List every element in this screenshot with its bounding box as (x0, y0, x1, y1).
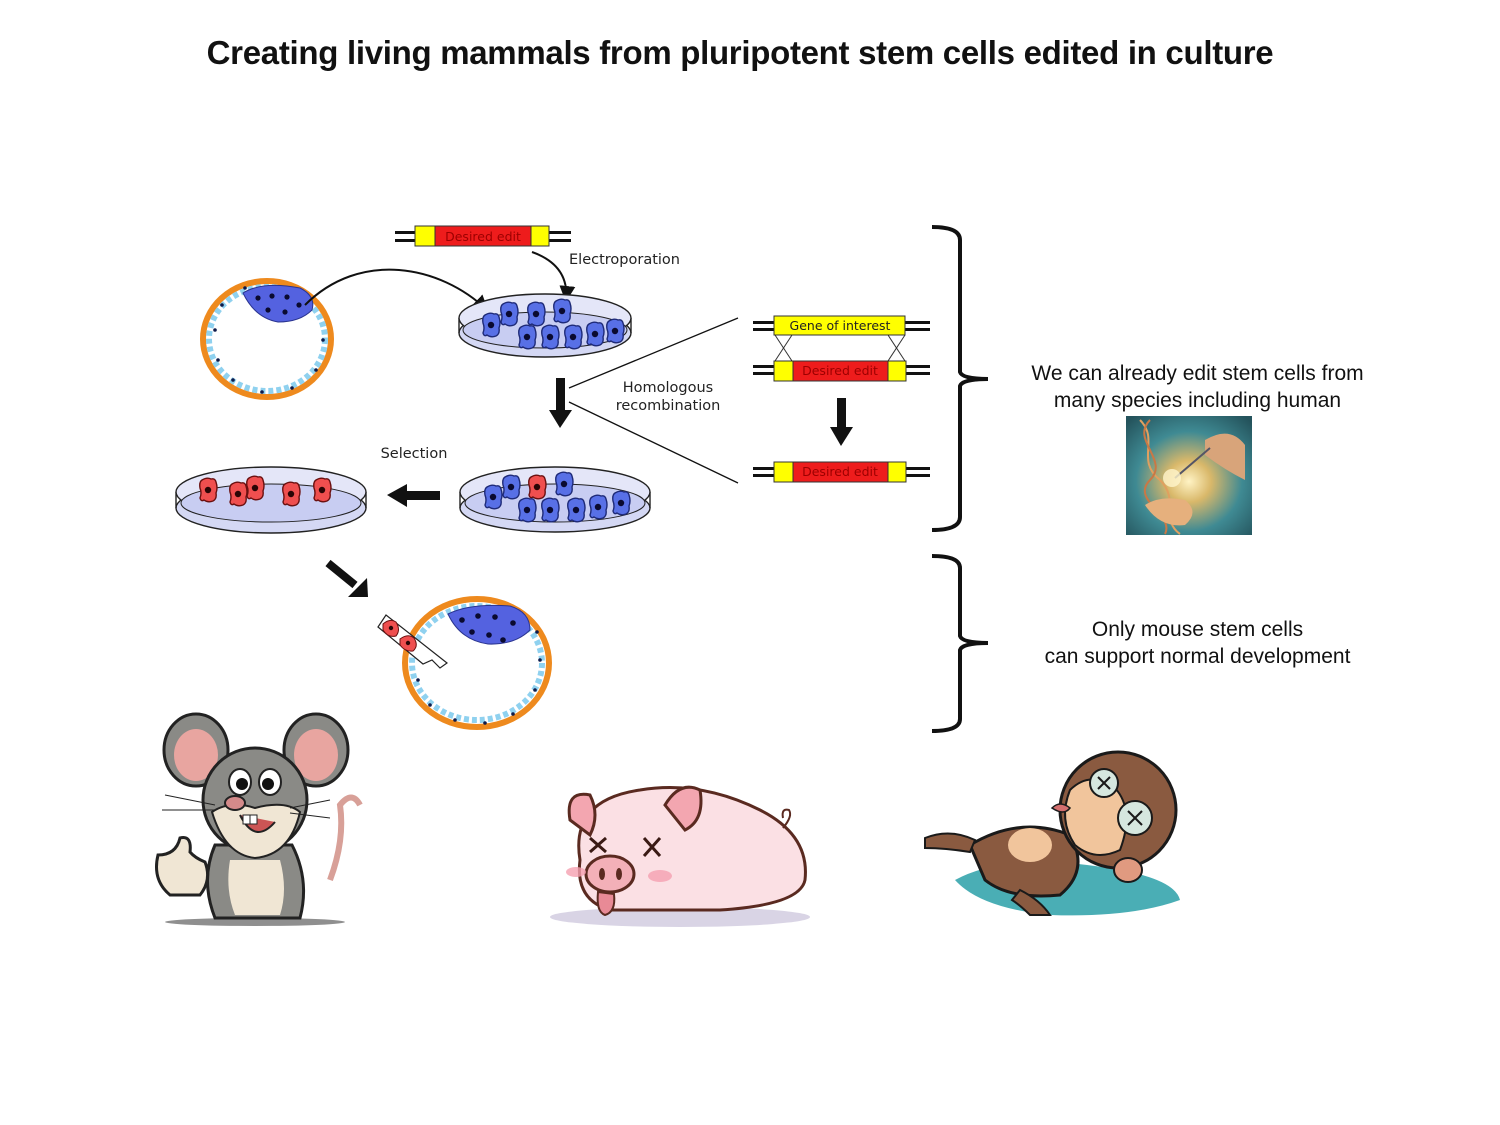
brace-lower (931, 554, 989, 733)
homologous-label-1: Homologous (623, 380, 714, 396)
dna-editing-illustration (1126, 416, 1252, 535)
note1-line2: many species including human (1053, 389, 1342, 412)
note1-line1: We can already edit stem cells from (1031, 362, 1364, 385)
gene-of-interest-label: Gene of interest (790, 318, 891, 333)
down-arrow-recombination (549, 378, 572, 428)
zoom-line-lower (568, 401, 739, 484)
blastocyst-injection (402, 596, 552, 730)
brace-upper (931, 225, 989, 532)
culture-dish-mixed-cells (459, 466, 651, 533)
note-development-limitation: Only mouse stem cells can support normal… (1010, 616, 1385, 670)
result-construct: Desired edit (753, 461, 930, 483)
note-editing-capability: We can already edit stem cells from many… (1010, 360, 1385, 414)
construct-label: Desired edit (445, 229, 521, 244)
electroporation-arrow (531, 251, 576, 302)
injection-pipette (377, 614, 448, 669)
targeting-vector-label: Desired edit (802, 363, 878, 378)
blastocyst-source (200, 278, 334, 400)
note2-line1: Only mouse stem cells (1091, 618, 1304, 641)
happy-mouse-illustration (155, 712, 363, 926)
crossover-marks (774, 334, 906, 362)
note2-line2: can support normal development (1044, 645, 1351, 668)
electroporation-label: Electroporation (569, 252, 680, 268)
result-construct-label: Desired edit (802, 464, 878, 479)
collapsed-monkey-illustration (924, 750, 1180, 916)
left-arrow-selection (387, 484, 440, 507)
diagonal-arrow-injection (325, 559, 368, 597)
gene-of-interest-construct: Gene of interest (753, 315, 930, 336)
selection-label: Selection (381, 446, 448, 462)
culture-dish-edited-cells (175, 466, 367, 534)
down-arrow-result (830, 398, 853, 446)
culture-dish-stem-cells (458, 293, 632, 358)
page-title: Creating living mammals from pluripotent… (206, 34, 1274, 71)
construct-desired-edit-top: Desired edit (395, 225, 571, 247)
collapsed-pig-illustration (550, 785, 810, 927)
zoom-line-upper (568, 317, 739, 389)
icm-transfer-arrow (304, 268, 489, 312)
targeting-vector-construct: Desired edit (753, 360, 930, 382)
homologous-label-2: recombination (616, 398, 721, 414)
